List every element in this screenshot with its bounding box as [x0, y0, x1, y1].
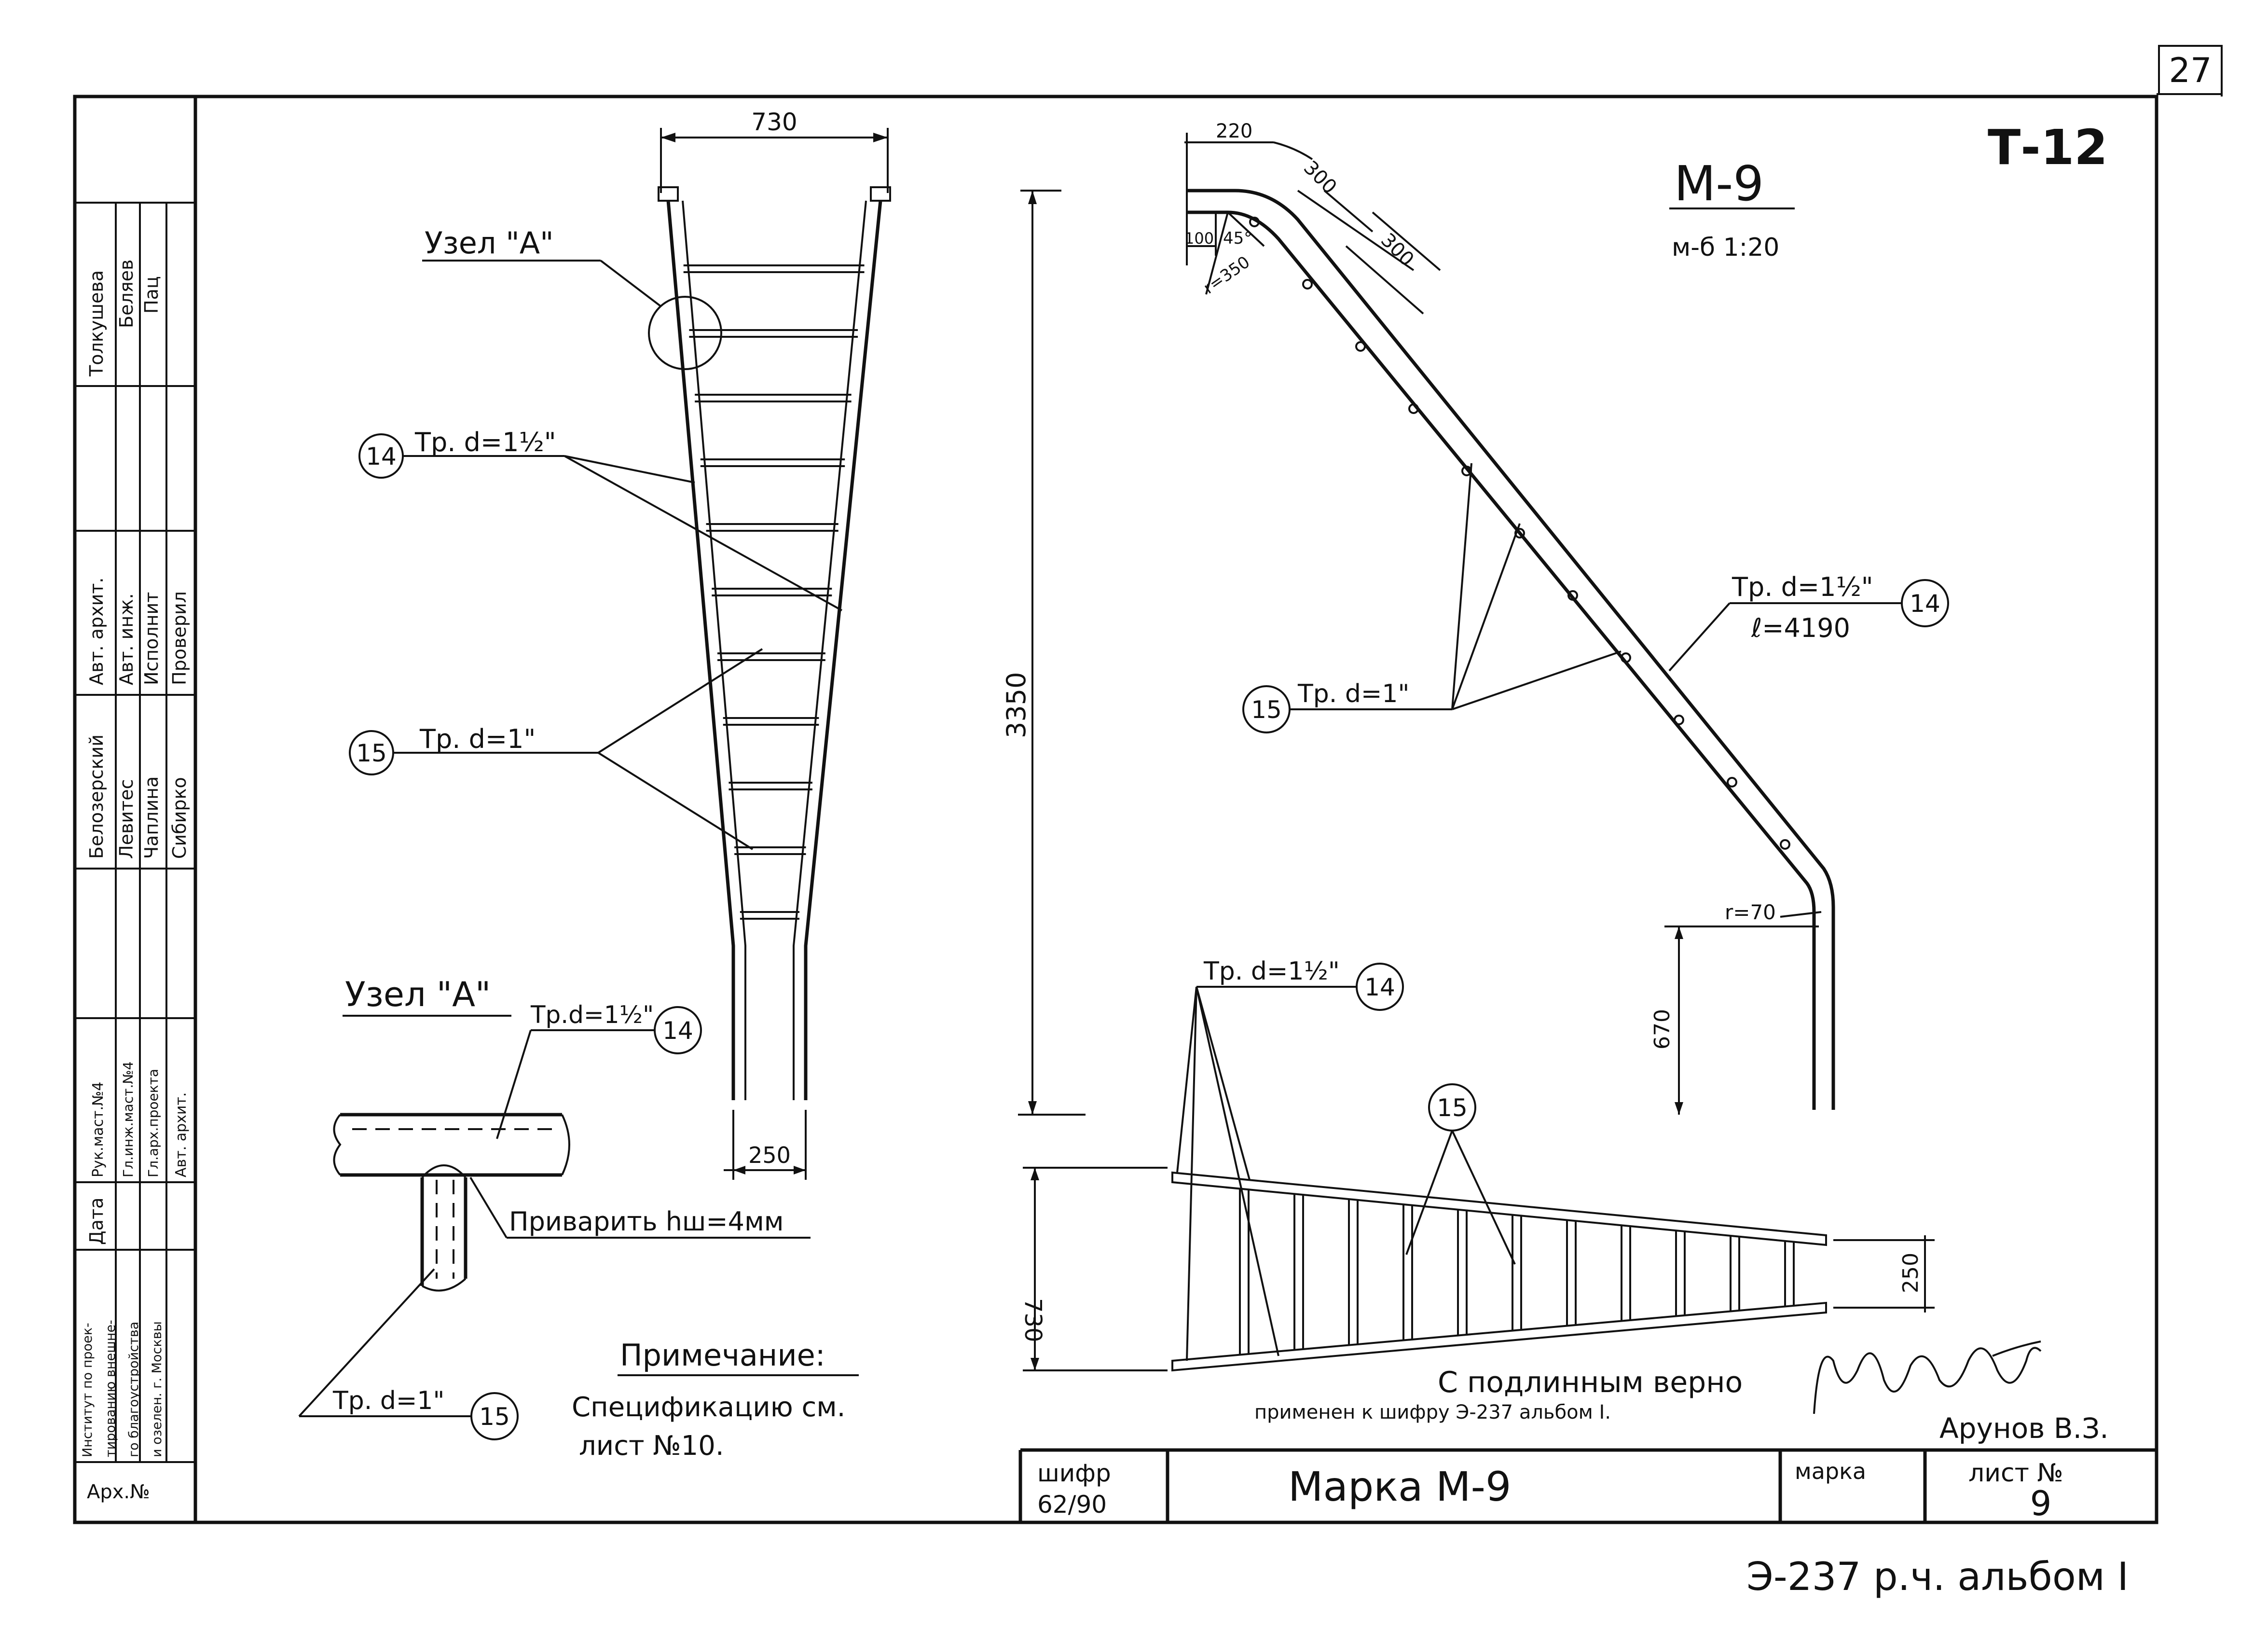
rail-hole [1355, 341, 1366, 352]
footer-label: Э-237 р.ч. альбом I [1746, 1554, 2129, 1599]
stamp-institute-4: и озелен. г. Москвы [150, 1321, 165, 1457]
side-callout-14-len: ℓ=4190 [1751, 613, 1850, 643]
front-dim-bottom: 250 [748, 1142, 791, 1168]
stamp-role-1: Авт. архит. [86, 578, 107, 686]
node-pipe-bottom-text: Тр. d=1" [332, 1386, 444, 1415]
node-detail [298, 1006, 811, 1440]
plan-dim-right: 250 [1898, 1253, 1923, 1293]
side-callout-15-text: Тр. d=1" [1297, 679, 1409, 708]
plan-view [1023, 963, 1935, 1372]
cipher-value: 62/90 [1037, 1491, 1107, 1519]
note-line-1: Спецификацию см. [572, 1392, 845, 1423]
node-weld-text: Приварить hш=4мм [509, 1206, 783, 1237]
side-dim-300a: 300 [1299, 157, 1341, 199]
cipher-label: шифр [1037, 1459, 1111, 1487]
stamp-person-3: Пац [141, 276, 162, 314]
node-pipe-bottom-num: 15 [479, 1403, 510, 1431]
stamp-institute-1: Институт по проек- [80, 1323, 95, 1457]
stamp-arch-no: Арх.№ [87, 1481, 150, 1503]
stamp-person-6: Чаплина [141, 776, 162, 859]
sheet-code: Т-12 [1988, 119, 2108, 176]
plan-callout-14-num: 14 [1364, 973, 1395, 1001]
part-title: М-9 [1674, 155, 1764, 212]
sheet-corner-number: 27 [2169, 51, 2212, 90]
mark-label: марка [1795, 1458, 1866, 1484]
stamp-role-4: Проверил [169, 591, 190, 685]
side-callout-15-num: 15 [1251, 696, 1282, 724]
stamp-date-label: Дата [86, 1198, 107, 1245]
side-dim-height: 3350 [1001, 672, 1031, 738]
signature [1813, 1347, 2042, 1414]
side-dim-670: 670 [1650, 1009, 1675, 1050]
stamp-column-text: Толкушева Беляев Пац Авт. архит. Авт. ин… [80, 260, 190, 1503]
stamp-person-2: Беляев [116, 260, 137, 328]
side-dim-100: 100 [1184, 229, 1214, 248]
plan-view-rungs [1239, 1188, 1795, 1355]
side-view [1018, 133, 1949, 1116]
rail-holes [1249, 217, 1790, 850]
stamp-post-1: Рук.маст.№4 [90, 1082, 107, 1177]
note-line-2: лист №10. [579, 1430, 724, 1462]
front-callout-15-num: 15 [356, 739, 387, 767]
stamp-post-2: Гл.инж.маст.№4 [120, 1062, 136, 1177]
rail-hole [1302, 279, 1313, 290]
node-detail-title: Узел "А" [345, 975, 491, 1014]
front-callout-15-text: Тр. d=1" [419, 724, 536, 754]
front-node-label: Узел "А" [425, 225, 554, 261]
side-radius-top: r=350 [1200, 252, 1253, 298]
side-dim-300b: 300 [1376, 229, 1418, 271]
front-view-rungs [683, 264, 865, 920]
front-view [349, 128, 891, 1180]
certification-line-1: С подлинным верно [1438, 1366, 1743, 1399]
stamp-role-2: Авт. инж. [116, 593, 137, 685]
stamp-person-7: Сибирко [169, 777, 190, 859]
stamp-person-4: Белозерский [86, 734, 107, 859]
scale-label: м-б 1:20 [1672, 233, 1779, 262]
rail-hole [1567, 590, 1578, 601]
side-dim-220: 220 [1216, 120, 1252, 142]
rail-hole [1674, 715, 1684, 725]
node-pipe-top-num: 14 [662, 1017, 693, 1045]
sheet-number: 9 [2030, 1484, 2052, 1523]
plan-callout-14-text: Тр. d=1½" [1203, 957, 1340, 986]
stamp-person-5: Левитес [116, 779, 137, 859]
note-heading: Примечание: [620, 1338, 825, 1373]
stamp-post-4: Авт. архит. [173, 1092, 190, 1177]
rail-hole [1727, 777, 1737, 787]
side-callout-14-num: 14 [1910, 590, 1940, 618]
sheet-label: лист № [1968, 1459, 2063, 1488]
front-dim-top: 730 [751, 108, 797, 136]
rail-hole [1780, 839, 1790, 850]
side-angle: 45° [1223, 229, 1252, 248]
stamp-institute-2: тированию внешне- [103, 1320, 118, 1457]
front-callout-14-text: Тр. d=1½" [414, 427, 556, 457]
certification-line-2: применен к шифру Э-237 альбом I. [1254, 1401, 1611, 1423]
title-block [1018, 1448, 2157, 1522]
stamp-role-3: Исполнит [141, 592, 162, 685]
rail-hole [1408, 403, 1419, 414]
side-callout-14-text: Тр. d=1½" [1732, 572, 1873, 602]
rail-hole [1249, 217, 1260, 227]
certification-name: Арунов В.З. [1939, 1412, 2109, 1445]
stamp-institute-3: го благоустройства [126, 1322, 141, 1457]
stamp-post-3: Гл.арх.проекта [145, 1069, 161, 1177]
mark-title: Марка М-9 [1288, 1463, 1511, 1510]
plan-callout-15-num: 15 [1437, 1094, 1468, 1122]
front-callout-14-num: 14 [366, 442, 397, 470]
side-radius-bottom: r=70 [1725, 900, 1776, 924]
node-pipe-top-text: Тр.d=1½" [530, 1001, 654, 1029]
frame [73, 45, 2223, 1524]
rail-hole [1621, 652, 1631, 663]
plan-dim-left: 730 [1019, 1298, 1046, 1342]
stamp-person-1: Толкушева [86, 270, 107, 377]
stamp-column-grid [75, 202, 195, 1463]
